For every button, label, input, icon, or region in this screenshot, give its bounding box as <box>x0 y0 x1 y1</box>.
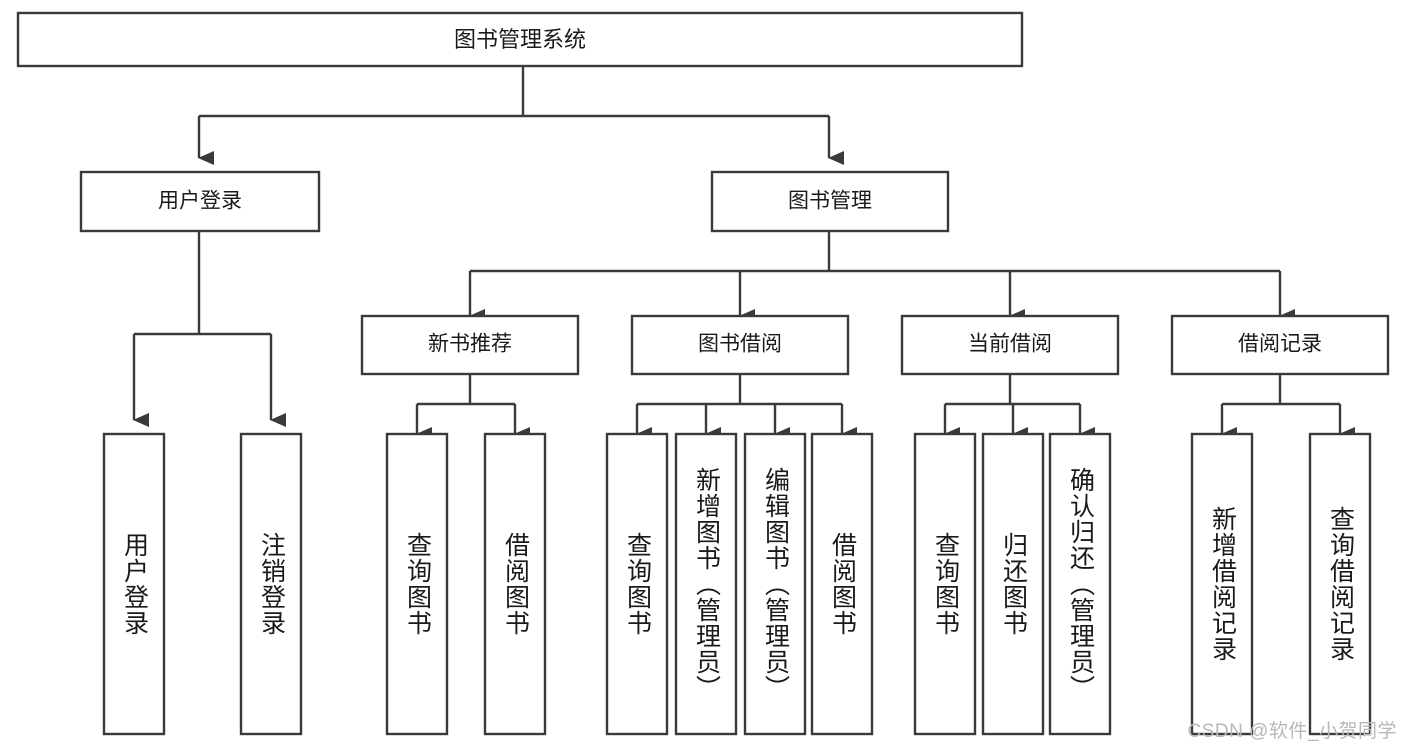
connector-group-root <box>197 66 844 165</box>
node-new-book-recommend[interactable]: 新书推荐 <box>360 314 580 376</box>
connector-group-current-borrow <box>943 374 1095 441</box>
connector-group-book-borrow <box>635 374 857 441</box>
node-current-borrow-label: 当前借阅 <box>968 333 1052 356</box>
node-user-login-label: 用户登录 <box>158 190 242 213</box>
connector-group-borrow-record <box>1220 374 1355 441</box>
node-user-login[interactable]: 用户登录 <box>79 170 321 233</box>
node-current-borrow[interactable]: 当前借阅 <box>900 314 1120 376</box>
leaf-box-book-borrow-3[interactable] <box>810 432 874 736</box>
connector-group-user-login <box>132 231 286 427</box>
node-borrow-record[interactable]: 借阅记录 <box>1170 314 1390 376</box>
node-book-management-label: 图书管理 <box>788 190 872 213</box>
node-root[interactable]: 图书管理系统 <box>16 11 1024 68</box>
connector-group-book-mgmt <box>468 231 1295 323</box>
leaf-box-current-borrow-0[interactable] <box>913 432 977 736</box>
node-borrow-record-label: 借阅记录 <box>1238 333 1322 356</box>
leaf-box-current-borrow-2[interactable] <box>1048 432 1112 736</box>
node-borrow-record-box[interactable] <box>1170 314 1390 376</box>
leaf-box-borrow-record-0[interactable] <box>1190 432 1254 736</box>
csdn-watermark: CSDN @软件_小贺同学 <box>1187 721 1397 742</box>
node-book-management[interactable]: 图书管理 <box>710 170 950 233</box>
leaf-box-book-borrow-2[interactable] <box>743 432 807 736</box>
node-book-borrow-label: 图书借阅 <box>698 333 782 356</box>
node-root-label: 图书管理系统 <box>454 27 586 52</box>
node-book-borrow[interactable]: 图书借阅 <box>630 314 850 376</box>
node-new-book-recommend-label: 新书推荐 <box>428 333 512 356</box>
leaf-box-current-borrow-1[interactable] <box>981 432 1045 736</box>
connector-group-new-book <box>415 374 530 441</box>
leaf-box-borrow-record-1[interactable] <box>1308 432 1372 736</box>
node-root-box[interactable] <box>16 11 1024 68</box>
leaf-box-book-borrow-1[interactable] <box>674 432 738 736</box>
leaf-box-user-login-1[interactable] <box>239 432 303 736</box>
node-new-book-recommend-box[interactable] <box>360 314 580 376</box>
leaf-box-book-borrow-0[interactable] <box>605 432 669 736</box>
node-book-management-box[interactable] <box>710 170 950 233</box>
node-current-borrow-box[interactable] <box>900 314 1120 376</box>
node-book-borrow-box[interactable] <box>630 314 850 376</box>
leaf-box-new-book-0[interactable] <box>385 432 449 736</box>
leaf-box-user-login-0[interactable] <box>102 432 166 736</box>
leaf-box-new-book-1[interactable] <box>483 432 547 736</box>
node-user-login-box[interactable] <box>79 170 321 233</box>
